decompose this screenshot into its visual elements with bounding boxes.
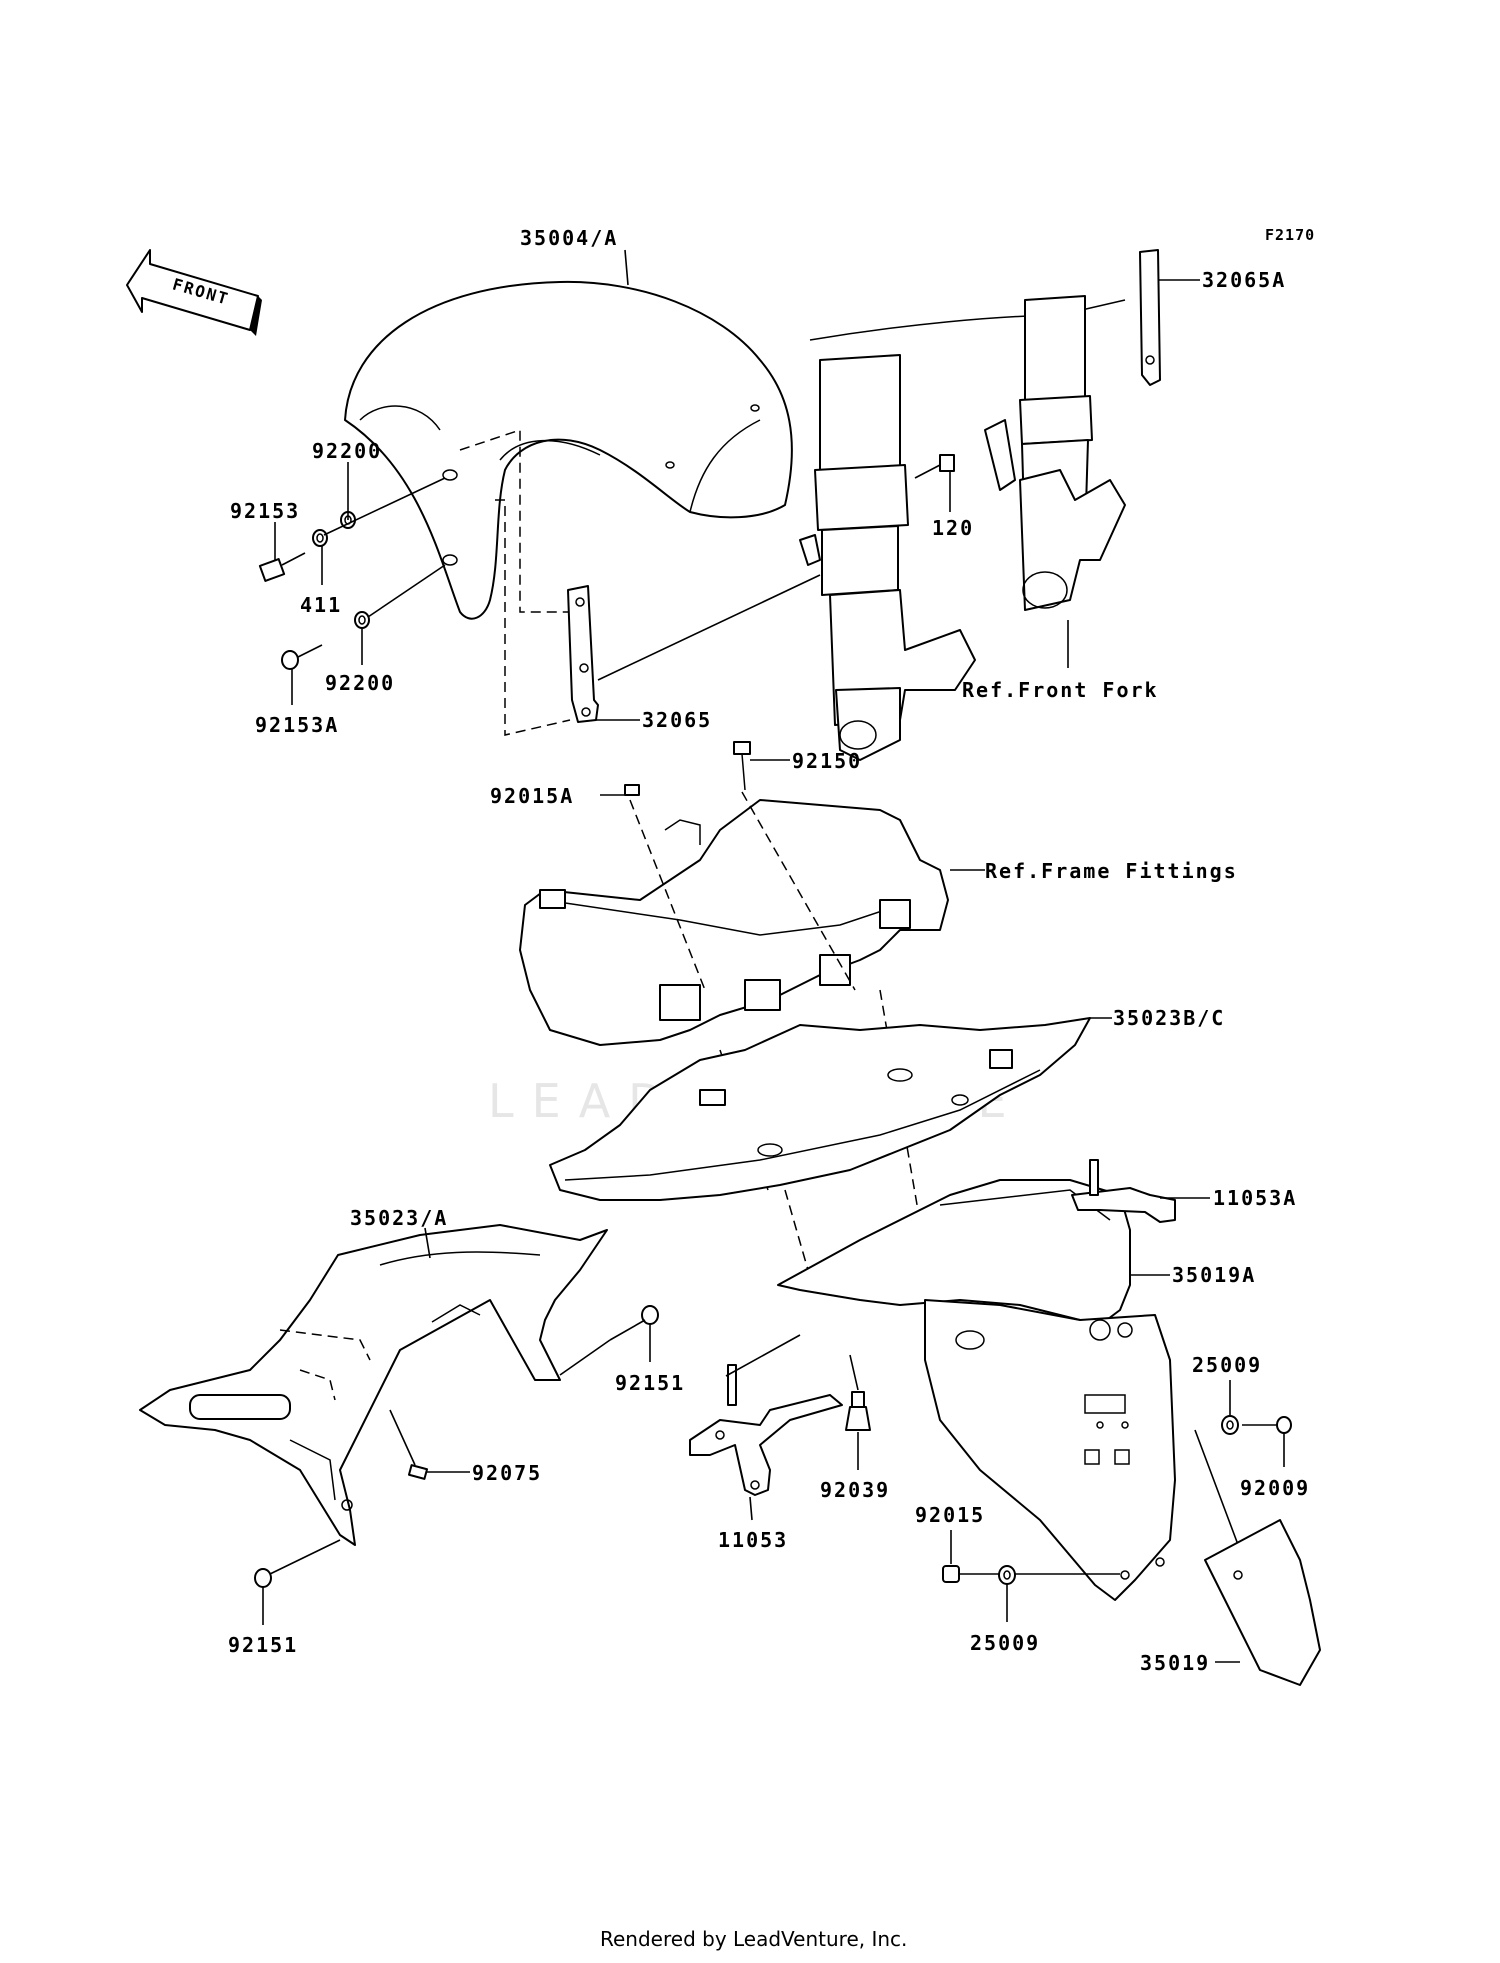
callout-rear-fender: 35019A — [1172, 1263, 1256, 1287]
bolt-92153 — [258, 552, 306, 582]
callout-nut-92015A: 92015A — [490, 784, 574, 808]
callout-bolt-92150: 92150 — [792, 749, 862, 773]
callout-front-fender: 35004/A — [520, 226, 618, 250]
callout-ref-frame-fittings: Ref.Frame Fittings — [985, 859, 1238, 883]
callout-bolt-lower: 92153A — [255, 713, 339, 737]
spacer-411 — [312, 529, 328, 547]
washer-lower — [354, 611, 370, 629]
front-fender — [344, 280, 793, 620]
callout-washer-upper: 92200 — [312, 439, 382, 463]
inner-cover-35023BC — [549, 1017, 1091, 1201]
bolt-92150 — [733, 741, 751, 791]
grommet-25009-upper — [1221, 1415, 1239, 1435]
callout-bolt-fork: 120 — [932, 516, 974, 540]
side-cover-35023A — [139, 1224, 608, 1546]
callout-flap-35019: 35019 — [1140, 1651, 1210, 1675]
bolt-92153A — [281, 644, 323, 670]
front-fork-left — [799, 354, 976, 761]
pin-92075 — [407, 1464, 429, 1480]
frame-fitting-tray — [519, 799, 949, 1046]
callout-nut-92015: 92015 — [915, 1503, 985, 1527]
callout-cover-side: 35023/A — [350, 1206, 448, 1230]
figure-code: F2170 — [1265, 226, 1315, 244]
callout-cover-inner: 35023B/C — [1113, 1006, 1225, 1030]
callout-bracket-left: 32065 — [642, 708, 712, 732]
footer-credit: Rendered by LeadVenture, Inc. — [600, 1927, 907, 1951]
callout-washer-lower: 92200 — [325, 671, 395, 695]
bracket-11053A — [1071, 1159, 1176, 1223]
grommet-25009-lower — [998, 1565, 1016, 1585]
nut-92015 — [942, 1565, 960, 1583]
callout-spacer-411: 411 — [300, 593, 342, 617]
callout-bracket-11053A: 11053A — [1213, 1186, 1297, 1210]
nut-92015A — [624, 784, 640, 796]
callout-grommet-lower: 25009 — [970, 1631, 1040, 1655]
callout-bolt-side-lower: 92151 — [228, 1633, 298, 1657]
bracket-11053 — [689, 1364, 843, 1496]
callout-grommet-upper: 25009 — [1192, 1353, 1262, 1377]
front-direction-arrow-icon: FRONT — [126, 249, 262, 336]
bracket-32065A — [1139, 249, 1161, 386]
callout-bracket-11053: 11053 — [718, 1528, 788, 1552]
bolt-120 — [914, 454, 955, 479]
callout-ref-front-fork: Ref.Front Fork — [962, 678, 1159, 702]
callout-bolt-side-upper: 92151 — [615, 1371, 685, 1395]
rivet-92039 — [845, 1391, 871, 1431]
bracket-32065 — [567, 585, 599, 723]
mud-flap-35019 — [1204, 1519, 1321, 1686]
bolt-92151-upper — [559, 1305, 659, 1376]
front-fork-right — [984, 295, 1126, 611]
callout-bolt-upper: 92153 — [230, 499, 300, 523]
callout-pin-92075: 92075 — [472, 1461, 542, 1485]
callout-rivet-92039: 92039 — [820, 1478, 890, 1502]
callout-bracket-right: 32065A — [1202, 268, 1286, 292]
callout-bolt-92009: 92009 — [1240, 1476, 1310, 1500]
rear-fender-35019A — [777, 1179, 1176, 1601]
bolt-92151-lower — [254, 1539, 341, 1588]
bolt-92009 — [1242, 1416, 1292, 1434]
